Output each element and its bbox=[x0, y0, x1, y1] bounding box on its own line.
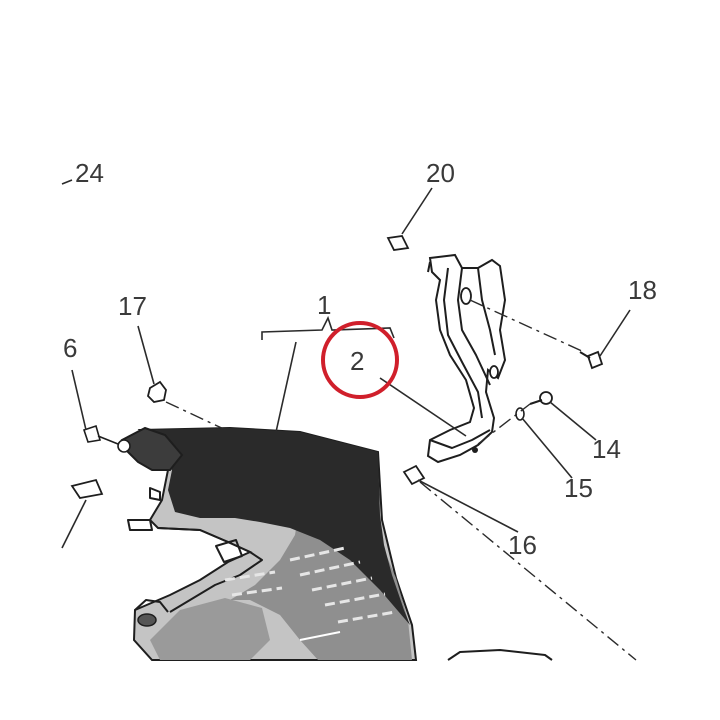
callout-6: 6 bbox=[63, 333, 77, 363]
callout-2: 2 bbox=[350, 346, 364, 376]
highlight-circle bbox=[321, 321, 399, 399]
clip-6 bbox=[82, 424, 131, 453]
callout-15: 15 bbox=[564, 473, 593, 503]
inner-bracket bbox=[426, 253, 507, 464]
clip-24 bbox=[70, 478, 104, 499]
callout-17: 17 bbox=[118, 291, 147, 321]
callout-20: 20 bbox=[426, 158, 455, 188]
fairing-panel-shade-lower bbox=[150, 598, 270, 660]
grommet-17 bbox=[147, 380, 167, 403]
lower-right-part bbox=[447, 649, 553, 661]
inner-bracket-body bbox=[426, 253, 507, 464]
fairing-panel bbox=[120, 426, 418, 661]
callout-labels: 24 20 18 17 1 2 6 14 15 16 bbox=[63, 158, 657, 560]
fairing-hatching bbox=[224, 546, 396, 624]
callout-16: 16 bbox=[508, 530, 537, 560]
callout-18: 18 bbox=[628, 275, 657, 305]
screw-14 bbox=[529, 391, 553, 405]
clip-16 bbox=[402, 464, 426, 486]
assembly-axes bbox=[165, 299, 637, 661]
fairing-panel-dark-band bbox=[140, 428, 410, 625]
leader-lines bbox=[61, 179, 631, 549]
clip-20 bbox=[386, 235, 410, 251]
fairing-front-mount bbox=[120, 426, 184, 471]
screw-18 bbox=[579, 350, 604, 370]
callout-14: 14 bbox=[592, 434, 621, 464]
callout-1: 1 bbox=[317, 290, 331, 320]
callout-24: 24 bbox=[75, 158, 104, 188]
